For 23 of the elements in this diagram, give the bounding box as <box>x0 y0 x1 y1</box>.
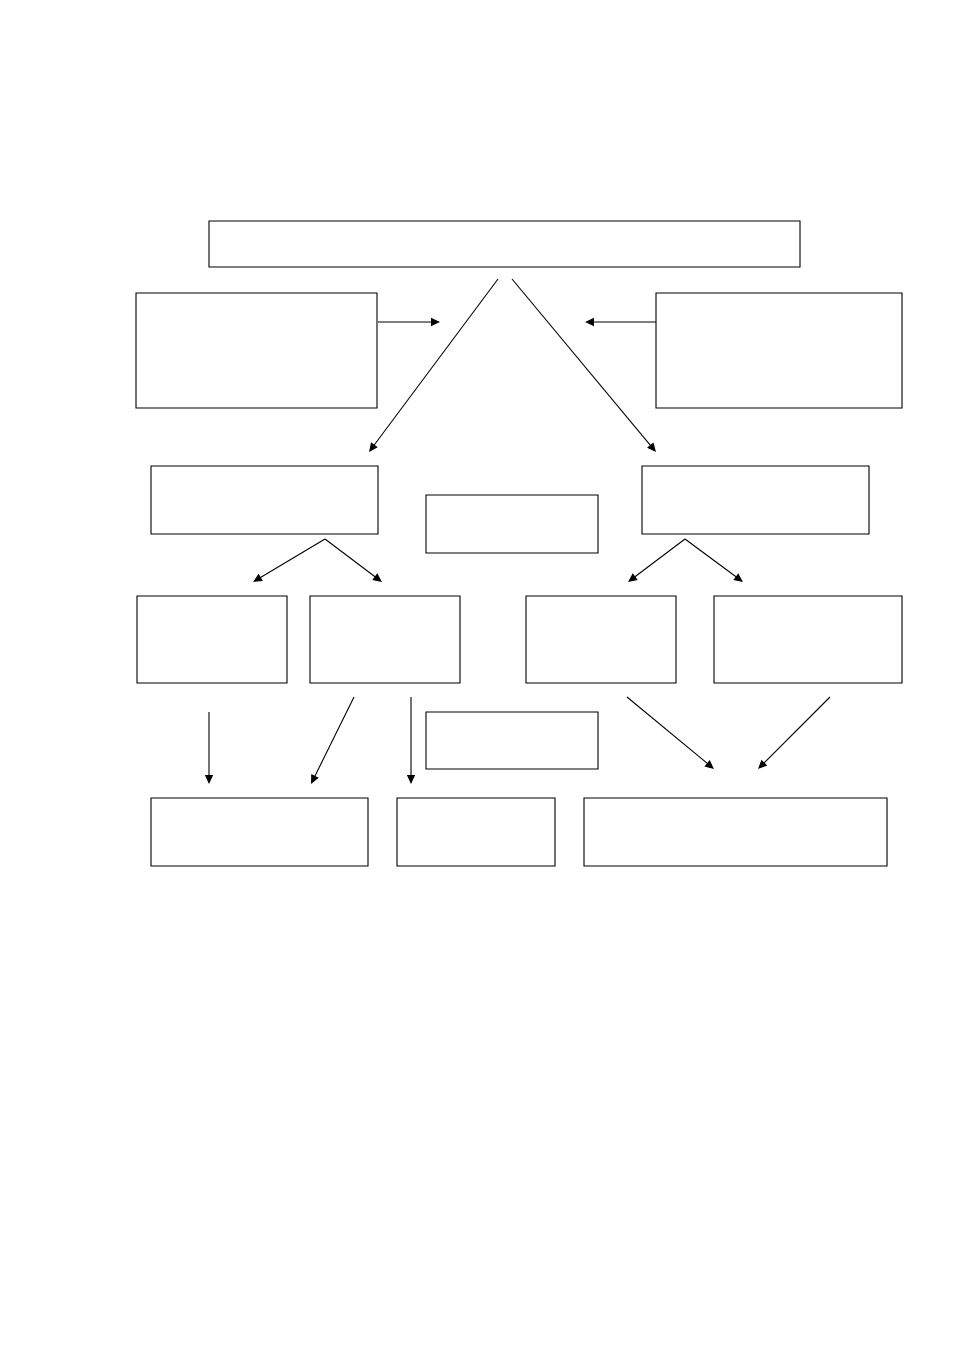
arrow <box>758 696 831 769</box>
answer-box <box>150 465 379 535</box>
answer-box <box>309 595 461 684</box>
answer-box <box>135 292 378 409</box>
answer-box <box>396 797 556 867</box>
answer-box <box>713 595 903 684</box>
arrow <box>511 278 656 452</box>
answer-box <box>136 595 288 684</box>
arrow <box>628 538 686 582</box>
arrow <box>253 538 326 582</box>
answer-box <box>525 595 677 684</box>
answer-box <box>655 292 903 409</box>
answer-box <box>425 711 599 770</box>
answer-box <box>641 465 870 535</box>
arrow <box>311 696 355 784</box>
answer-box <box>150 797 369 867</box>
answer-box <box>583 797 888 867</box>
arrow <box>369 278 499 452</box>
answer-box <box>208 220 801 268</box>
arrow <box>684 538 743 582</box>
answer-box <box>425 494 599 554</box>
arrow <box>324 538 382 582</box>
arrow <box>626 696 714 769</box>
